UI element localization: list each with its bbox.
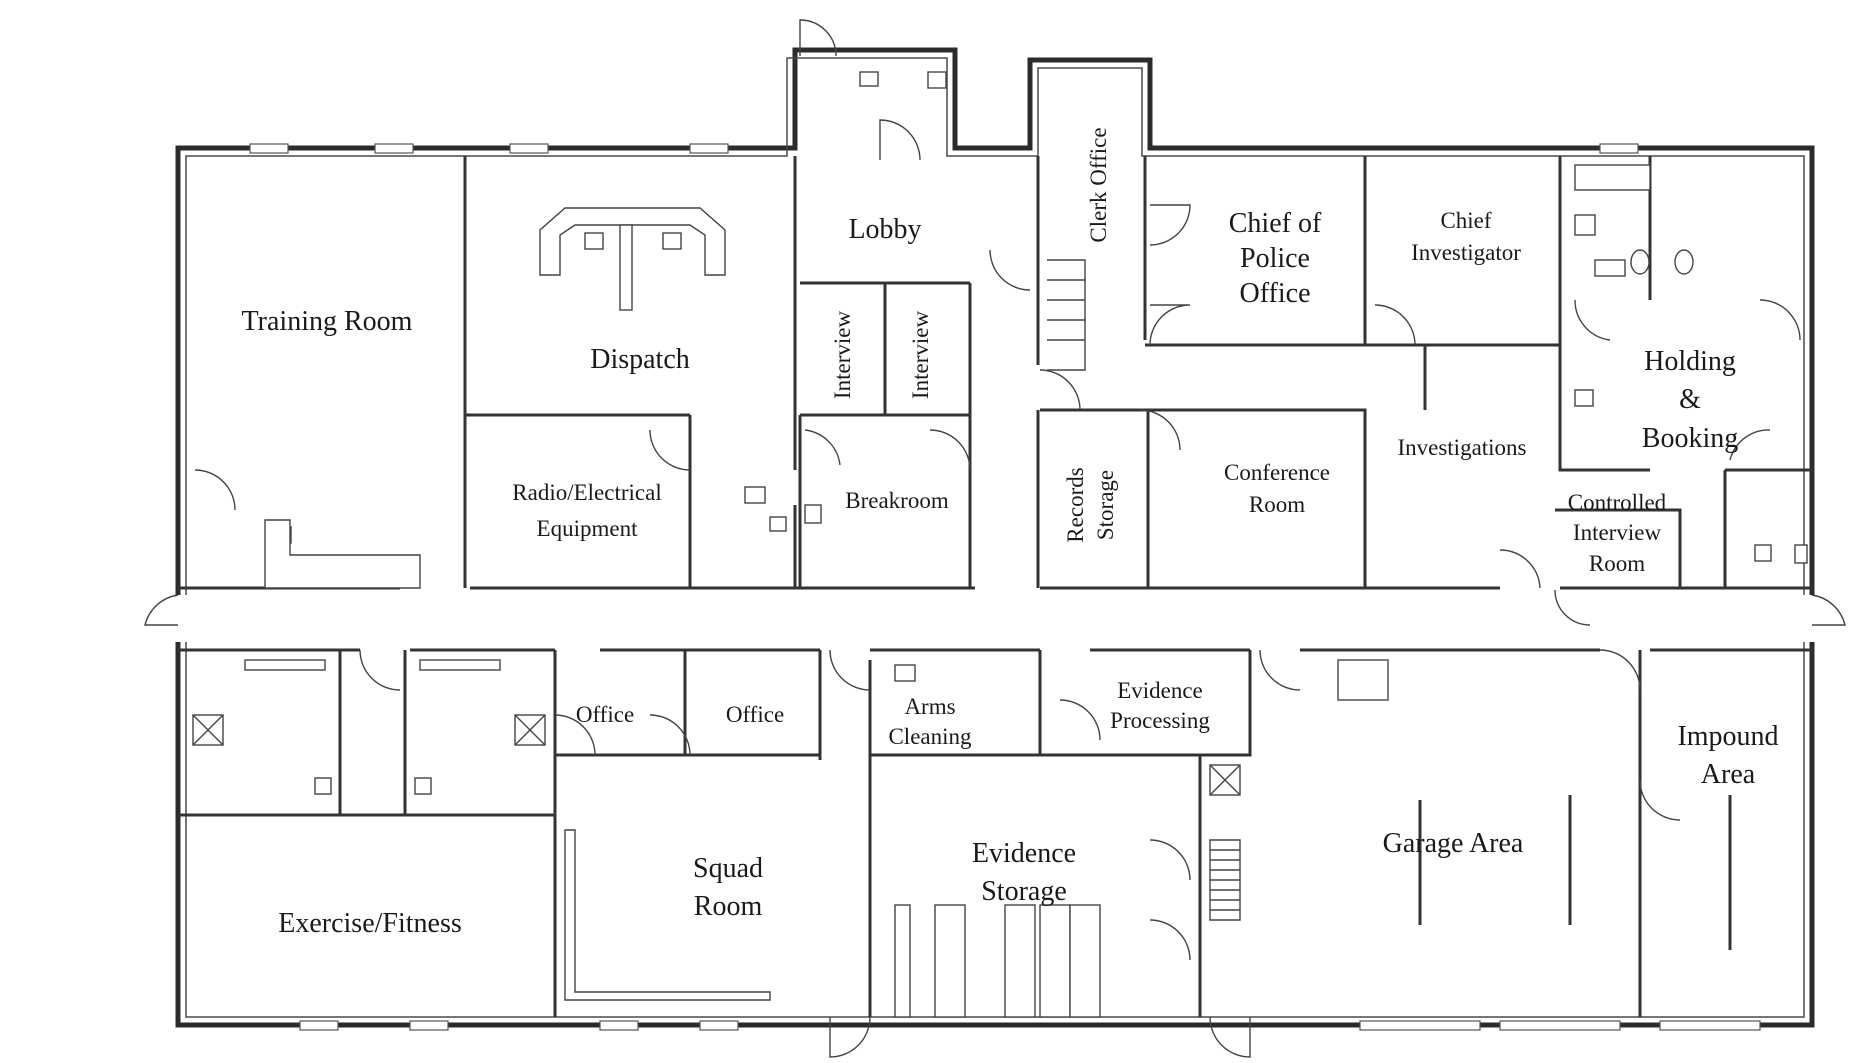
label-chief-of-police-line3: Office [1240,278,1311,309]
label-radio-line2: Equipment [537,516,639,541]
label-squad-line2: Room [694,891,763,922]
label-evidence-processing-line1: Evidence [1117,678,1203,703]
label-exercise: Exercise/Fitness [278,908,462,939]
label-conference-line2: Room [1249,492,1305,517]
label-interview-2: Interview [908,311,933,400]
label-lobby: Lobby [848,214,921,245]
label-chief-investigator-line2: Investigator [1411,240,1521,265]
label-controlled-line1: Controlled [1568,490,1667,515]
label-impound-line1: Impound [1677,721,1778,752]
label-holding-line1: Holding [1644,346,1736,377]
north-partitions [178,156,1812,590]
label-office-2: Office [726,702,784,727]
label-training-room: Training Room [242,306,413,337]
dispatch-console [539,207,726,276]
label-conference-line1: Conference [1224,460,1330,485]
label-arms-line2: Cleaning [888,724,972,749]
fixtures [192,71,1808,1018]
label-chief-of-police-line1: Chief of [1229,208,1322,239]
label-evidence-storage-line1: Evidence [972,838,1076,869]
room-labels: Training Room Dispatch Lobby Interview I… [242,127,1779,939]
label-controlled-line3: Room [1589,551,1645,576]
south-partitions [178,648,1812,1017]
label-records-line2: Storage [1093,470,1118,540]
label-investigations: Investigations [1397,435,1526,460]
label-interview-1: Interview [830,311,855,400]
label-radio-line1: Radio/Electrical [512,480,661,505]
label-impound-line2: Area [1701,759,1756,790]
windows [249,143,1761,1031]
label-evidence-processing-line2: Processing [1110,708,1210,733]
label-holding-line3: Booking [1642,423,1738,454]
label-garage: Garage Area [1383,828,1524,859]
label-arms-line1: Arms [904,694,955,719]
label-holding-line2: & [1679,384,1701,415]
label-clerk-office: Clerk Office [1086,127,1111,242]
label-squad-line1: Squad [693,853,763,884]
label-dispatch: Dispatch [590,344,690,375]
label-office-1: Office [576,702,634,727]
label-chief-investigator-line1: Chief [1440,208,1491,233]
label-records-line1: Records [1063,467,1088,542]
label-controlled-line2: Interview [1573,520,1662,545]
label-breakroom: Breakroom [845,488,949,513]
label-evidence-storage-line2: Storage [981,876,1067,907]
label-chief-of-police-line2: Police [1240,243,1310,274]
doors [194,19,1801,1058]
